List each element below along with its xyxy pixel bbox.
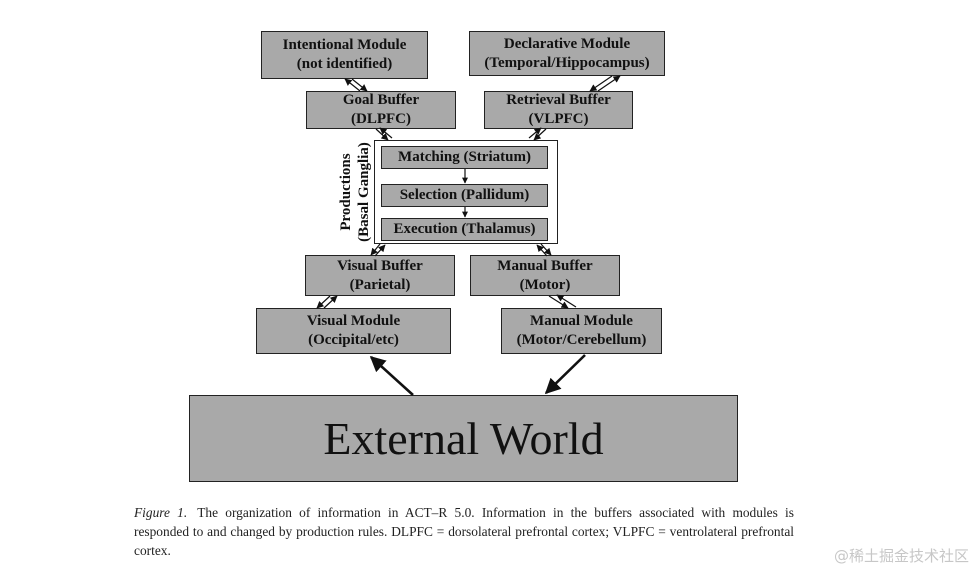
watermark: @稀土掘金技术社区: [833, 547, 969, 565]
arrow-world-visual: [369, 355, 414, 396]
arrow-retrieval-productions-a: [533, 128, 547, 141]
arrow-manualbuffer-manualmodule-a: [548, 295, 569, 309]
visual-module-region: (Occipital/etc): [308, 332, 399, 348]
manual-buffer-title: Manual Buffer: [497, 257, 593, 274]
intentional-module-box: Intentional Module (not identified): [261, 31, 428, 79]
external-world-box: External World: [189, 395, 738, 482]
arrow-goal-productions-b: [379, 127, 393, 139]
arrow-intentional-goal-a: [351, 78, 368, 92]
external-world-label: External World: [323, 413, 604, 464]
visual-module-box: Visual Module (Occipital/etc): [256, 308, 451, 354]
declarative-module-box: Declarative Module (Temporal/Hippocampus…: [469, 31, 665, 76]
goal-buffer-box: Goal Buffer (DLPFC): [306, 91, 456, 129]
intentional-module-region: (not identified): [296, 56, 393, 72]
retrieval-buffer-title: Retrieval Buffer: [506, 92, 611, 108]
visual-module-title: Visual Module: [306, 313, 401, 329]
visual-buffer-box: Visual Buffer (Parietal): [305, 255, 455, 296]
manual-buffer-region: (Motor): [519, 276, 571, 293]
execution-stage-label: Execution (Thalamus): [393, 221, 536, 237]
arrow-productions-manual-b: [536, 244, 548, 257]
arrow-retrieval-productions-b: [528, 127, 542, 139]
arrow-visualbuffer-visualmodule-a: [316, 295, 331, 309]
manual-module-region: (Motor/Cerebellum): [516, 332, 647, 348]
declarative-module-region: (Temporal/Hippocampus): [484, 54, 650, 71]
arrow-visualbuffer-visualmodule-b: [323, 295, 338, 309]
retrieval-buffer-region: (VLPFC): [528, 111, 589, 127]
execution-stage-box: Execution (Thalamus): [381, 218, 548, 241]
manual-buffer-box: Manual Buffer (Motor): [470, 255, 620, 296]
arrow-goal-productions-a: [375, 128, 389, 141]
figure-label: Figure 1.: [134, 505, 188, 520]
figure-caption: Figure 1.The organization of information…: [134, 503, 794, 560]
manual-module-title: Manual Module: [530, 313, 633, 329]
retrieval-buffer-box: Retrieval Buffer (VLPFC): [484, 91, 633, 129]
declarative-module-title: Declarative Module: [503, 35, 631, 52]
selection-stage-label: Selection (Pallidum): [399, 187, 530, 203]
arrow-productions-visual-a: [370, 243, 381, 256]
visual-buffer-title: Visual Buffer: [337, 257, 423, 274]
goal-buffer-region: (DLPFC): [351, 111, 411, 127]
arrow-manualbuffer-manualmodule-b: [556, 294, 577, 308]
matching-stage-box: Matching (Striatum): [381, 146, 548, 169]
arrow-manual-world: [544, 354, 586, 395]
matching-stage-label: Matching (Striatum): [398, 149, 531, 165]
arrow-intentional-goal-b: [344, 78, 361, 92]
arrow-productions-manual-a: [540, 243, 552, 256]
arrow-declarative-retrieval-b: [597, 75, 621, 92]
manual-module-box: Manual Module (Motor/Cerebellum): [501, 308, 662, 354]
intentional-module-title: Intentional Module: [282, 37, 407, 53]
caption-text: The organization of information in ACT–R…: [134, 505, 794, 558]
goal-buffer-title: Goal Buffer: [342, 92, 420, 108]
selection-stage-box: Selection (Pallidum): [381, 184, 548, 207]
arrow-declarative-retrieval-a: [589, 75, 613, 92]
visual-buffer-region: (Parietal): [349, 276, 411, 293]
arrow-productions-visual-b: [374, 244, 386, 257]
